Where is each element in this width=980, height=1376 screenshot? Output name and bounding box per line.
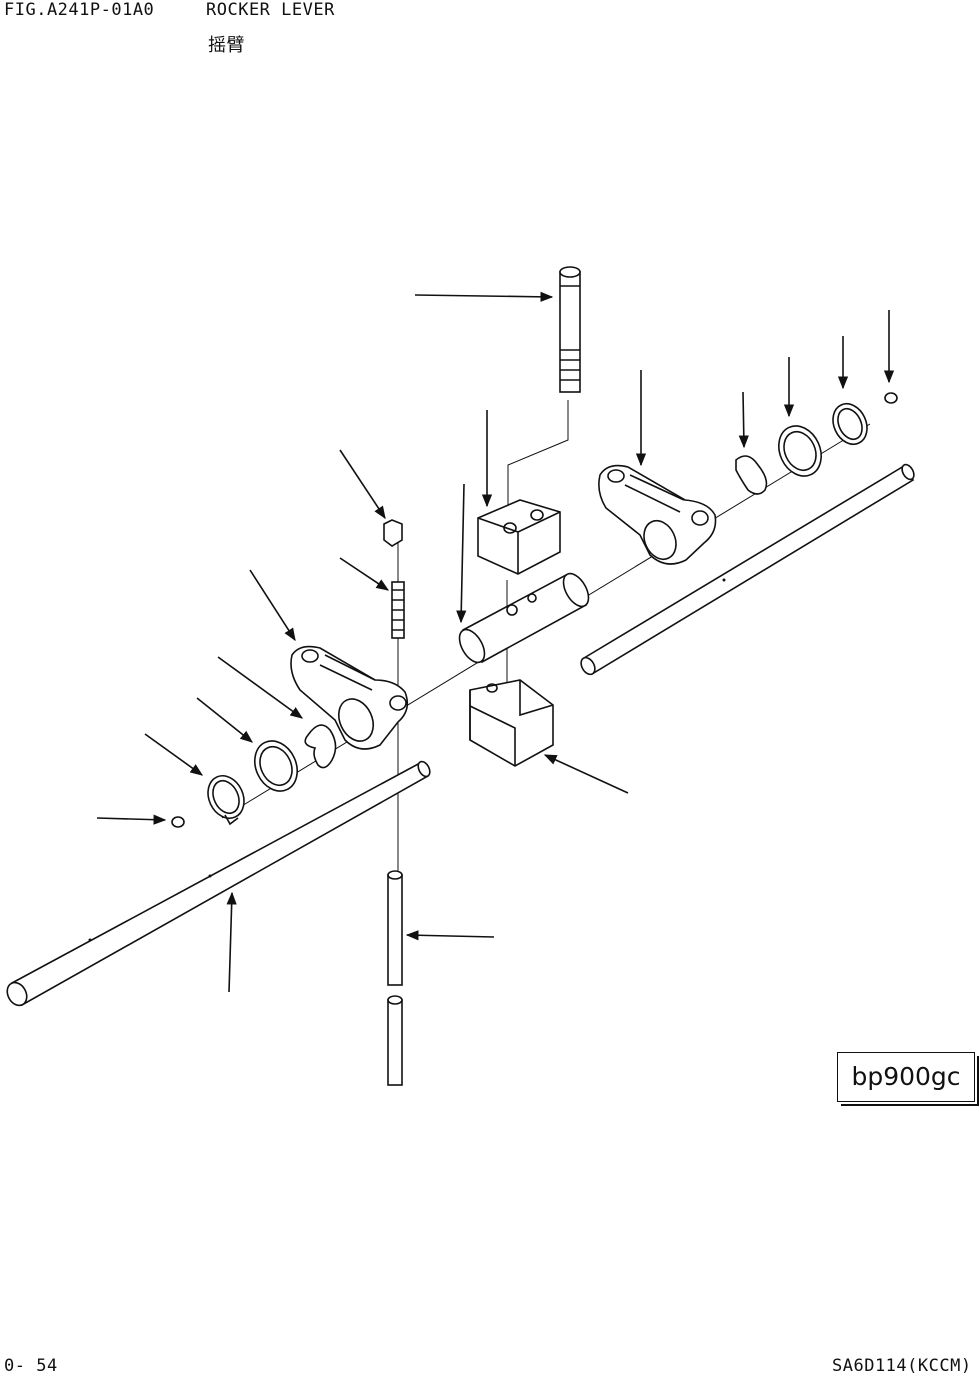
drawing-id-shadow: [841, 1056, 979, 1106]
rocker-shaft-upper: [580, 463, 915, 676]
figure-title: ROCKER LEVER: [206, 0, 335, 20]
shaft-support-upper: [477, 499, 561, 575]
shaft-support-lower: [469, 679, 554, 767]
rocker-arm-right: [598, 464, 717, 565]
page-number: 0- 54: [4, 1356, 58, 1376]
model-code: SA6D114(KCCM): [832, 1356, 972, 1376]
rocker-shaft-lower: [6, 760, 431, 1007]
push-rod: [387, 870, 403, 1086]
callout-arrows: [96, 291, 895, 993]
assembly-center-lines: [221, 400, 871, 880]
rocker-arm-left: [290, 645, 409, 750]
figure-subtitle: 摇臂: [208, 35, 245, 56]
drawing-id-box: bp900gc: [837, 1052, 975, 1102]
support-bolt: [559, 266, 581, 393]
washer-set-right: [735, 392, 898, 495]
center-shaft: [458, 572, 590, 664]
washer-set-left: [171, 724, 337, 828]
figure-code: FIG.A241P-01A0: [4, 0, 155, 20]
adjusting-screw: [383, 519, 405, 639]
